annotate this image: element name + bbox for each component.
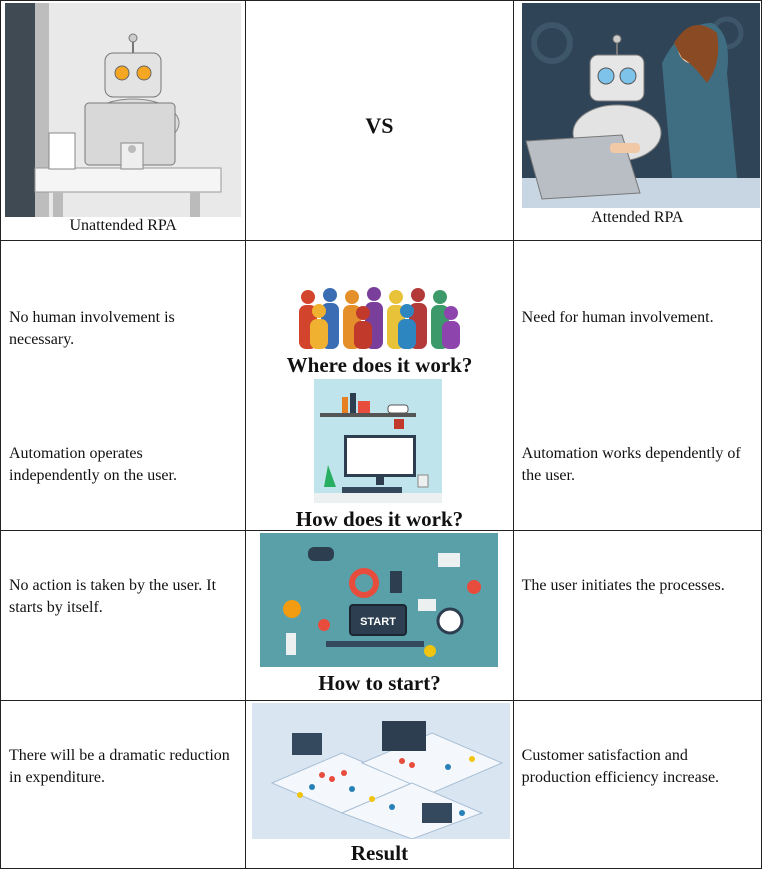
middle-cell-result: Result [245,700,514,869]
workspace-illustration [314,379,443,503]
right-cell-result: Customer satisfaction and production eff… [512,700,763,869]
attended-robot-illustration [521,3,760,208]
left-cell-result: There will be a dramatic reduction in ex… [0,700,247,869]
how-heading: How does it work? [295,507,464,531]
unattended-robot-illustration [5,3,241,217]
left-start-text: No action is taken by the user. It start… [9,577,217,616]
where-heading: Where does it work? [286,353,473,377]
left-cell-start: No action is taken by the user. It start… [0,530,247,701]
start-heading: How to start? [318,671,441,695]
right-start-text: The user initiates the processes. [521,577,725,594]
left-cell-where-how: No human involvement is necessary. Autom… [0,240,247,531]
result-heading: Result [350,841,409,865]
start-label: START [360,616,396,628]
left-how-text: Automation operates independently on the… [9,445,177,484]
attended-caption: Attended RPA [591,209,684,226]
attended-cell: Attended RPA [512,0,763,241]
vs-label: VS [365,113,394,138]
middle-cell-start: START How to start? [245,530,514,701]
vs-cell: VS [245,0,514,241]
unattended-cell: Unattended RPA [0,0,247,241]
crowd-illustration [299,287,461,349]
right-how-text: Automation works dependently of the user… [521,445,741,484]
start-illustration: START [260,533,499,667]
right-cell-start: The user initiates the processes. [512,530,763,701]
unattended-caption: Unattended RPA [69,217,177,234]
left-where-text: No human involvement is necessary. [9,309,175,348]
right-where-text: Need for human involvement. [521,309,714,326]
left-result-text: There will be a dramatic reduction in ex… [9,747,230,786]
rpa-comparison-table: Unattended RPA VS A [0,0,763,869]
right-cell-where-how: Need for human involvement. Automation w… [512,240,763,531]
result-illustration [252,703,511,839]
middle-cell-where-how: Where does it work? How does it work? [245,240,514,531]
right-result-text: Customer satisfaction and production eff… [521,747,720,786]
